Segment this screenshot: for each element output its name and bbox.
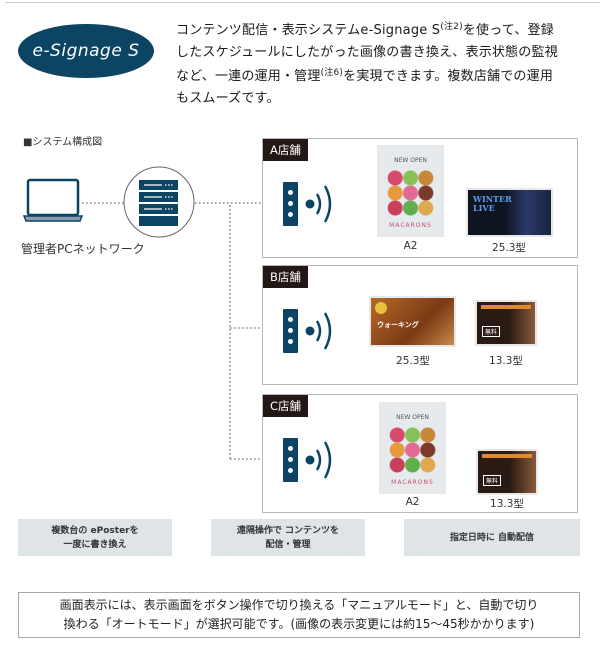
wireless-signal-icon	[305, 441, 332, 479]
poster-walking: ウォーキング	[371, 298, 454, 345]
poster-walking-text: ウォーキング	[377, 321, 419, 329]
poster-frappe: 無料	[478, 451, 536, 493]
intro-line-3b: を実現できます。複数店舗での運用	[343, 69, 554, 84]
intro-line-3a: など、一連の運用・管理	[176, 69, 321, 84]
store-b-label: B店舗	[263, 266, 308, 288]
signage-receiver-icon	[283, 309, 298, 353]
intro-text: コンテンツ配信・表示システムe-Signage S(注2)を使って、登録 したス…	[176, 17, 576, 109]
signage-receiver-icon	[283, 438, 298, 482]
note-line-2: 換わる「オートモード」が選択可能です。(画像の表示変更には約15〜45秒かかりま…	[63, 617, 535, 631]
feature-scheduled-delivery: 指定日時に 自動配信	[404, 519, 580, 556]
intro-line-1a: コンテンツ配信・表示システムe-Signage S	[176, 23, 441, 38]
store-c-panel: C店舗 NEW OPEN MACARONS A2 無料 13.3型	[262, 394, 578, 513]
display-caption: 25.3型	[396, 355, 430, 367]
top-divider	[5, 2, 600, 3]
signage-receiver-icon	[283, 182, 298, 226]
display-caption: 25.3型	[492, 242, 526, 254]
intro-line-2: したスケジュールにしたがった画像の書き換え、表示状態の監視	[176, 44, 558, 60]
poster-macarons: NEW OPEN MACARONS	[381, 404, 444, 492]
store-c-label: C店舗	[263, 395, 309, 417]
footnote-ref-6: (注6)	[320, 68, 344, 78]
display-caption: A2	[405, 496, 420, 508]
laptop-icon	[22, 178, 84, 222]
poster-frappe: 無料	[477, 302, 535, 344]
display-caption: 13.3型	[490, 498, 524, 510]
display-caption: 13.3型	[489, 355, 523, 367]
intro-line-4: もスムーズです。	[176, 90, 280, 106]
section-title: ■システム構成図	[23, 137, 103, 148]
footnote-ref-2: (注2)	[440, 22, 463, 32]
server-icon	[123, 166, 195, 238]
store-b-panel: B店舗 ウォーキング 25.3型 無料 13.3型	[262, 265, 578, 385]
wireless-signal-icon	[305, 185, 332, 223]
intro-line-1b: を使って、登録	[462, 23, 554, 38]
logo-text: e-Signage S	[32, 41, 140, 61]
display-caption: A2	[403, 240, 418, 252]
feature-line: 指定日時に 自動配信	[449, 532, 535, 543]
feature-line: 複数台の ePosterを	[51, 525, 139, 536]
note-line-1: 画面表示には、表示画面をボタン操作で切り換える「マニュアルモード」と、自動で切り	[59, 598, 539, 612]
store-a-label: A店舗	[263, 139, 308, 161]
pc-network-label: 管理者PCネットワーク	[21, 242, 145, 256]
e-signage-logo: e-Signage S	[18, 24, 154, 78]
feature-bulk-rewrite: 複数台の ePosterを一度に書き換え	[18, 519, 172, 556]
display-mode-note: 画面表示には、表示画面をボタン操作で切り換える「マニュアルモード」と、自動で切り…	[18, 592, 580, 638]
feature-line: 遠隔操作で コンテンツを	[236, 525, 340, 536]
feature-line: 配信・管理	[265, 539, 311, 550]
poster-macarons: NEW OPEN MACARONS	[379, 147, 442, 235]
feature-remote-manage: 遠隔操作で コンテンツを配信・管理	[211, 519, 365, 556]
wireless-signal-icon	[305, 312, 332, 350]
feature-line: 一度に書き換え	[63, 539, 127, 550]
